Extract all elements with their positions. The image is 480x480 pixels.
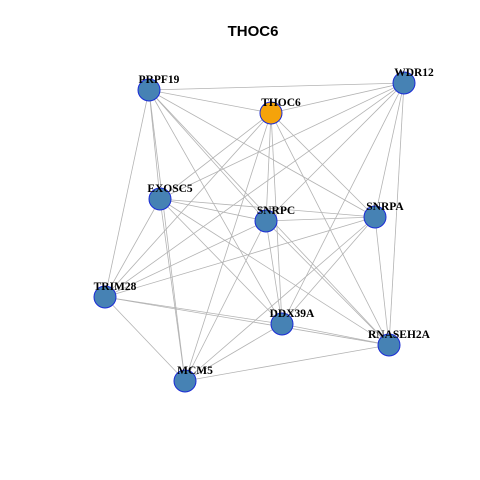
edge-exosc5-rnaseh2a xyxy=(159,198,390,346)
node-label-thoc6: THOC6 xyxy=(261,97,301,109)
edge-trim28-ddx39a xyxy=(104,296,283,325)
edge-trim28-mcm5 xyxy=(104,296,186,382)
node-exosc5 xyxy=(148,187,172,211)
graph-title: THOC6 xyxy=(228,23,279,40)
edge-wdr12-snrpc xyxy=(265,82,405,222)
edge-thoc6-mcm5 xyxy=(184,112,272,382)
edge-wdr12-rnaseh2a xyxy=(388,82,405,346)
edge-snrpa-rnaseh2a xyxy=(374,216,390,346)
node-prpf19 xyxy=(137,78,161,102)
edge-ddx39a-mcm5 xyxy=(184,323,283,382)
edge-wdr12-snrpa xyxy=(374,82,405,218)
node-label-snrpc: SNRPC xyxy=(257,205,295,217)
edge-exosc5-mcm5 xyxy=(159,198,186,382)
node-rnaseh2a xyxy=(377,333,401,357)
edge-wdr12-ddx39a xyxy=(281,82,405,325)
edge-snrpc-mcm5 xyxy=(184,220,267,382)
node-snrpc xyxy=(254,209,278,233)
edge-thoc6-snrpa xyxy=(270,112,376,218)
edge-prpf19-mcm5 xyxy=(148,89,186,382)
edge-prpf19-exosc5 xyxy=(148,89,161,200)
edge-snrpc-rnaseh2a xyxy=(265,220,390,346)
edge-ddx39a-rnaseh2a xyxy=(281,323,390,346)
edge-prpf19-wdr12 xyxy=(148,82,405,91)
edge-exosc5-trim28 xyxy=(104,198,161,298)
node-label-prpf19: PRPF19 xyxy=(139,74,180,86)
edge-prpf19-snrpc xyxy=(148,89,267,222)
edge-layer xyxy=(104,82,405,382)
node-label-wdr12: WDR12 xyxy=(394,67,434,79)
node-label-rnaseh2a: RNASEH2A xyxy=(368,329,431,341)
edge-trim28-rnaseh2a xyxy=(104,296,390,346)
edge-snrpa-trim28 xyxy=(104,216,376,298)
edge-snrpc-ddx39a xyxy=(265,220,283,325)
node-wdr12 xyxy=(392,71,416,95)
node-thoc6 xyxy=(259,101,283,125)
edge-exosc5-ddx39a xyxy=(159,198,283,325)
node-label-exosc5: EXOSC5 xyxy=(147,183,193,195)
edge-exosc5-snrpa xyxy=(159,198,376,218)
edge-exosc5-snrpc xyxy=(159,198,267,222)
edge-prpf19-trim28 xyxy=(104,89,150,298)
edge-thoc6-snrpc xyxy=(265,112,272,222)
node-trim28 xyxy=(93,285,117,309)
edge-wdr12-thoc6 xyxy=(270,82,405,114)
node-label-trim28: TRIM28 xyxy=(94,281,137,293)
edge-snrpc-snrpa xyxy=(265,216,376,222)
edge-wdr12-trim28 xyxy=(104,82,405,298)
edge-snrpa-mcm5 xyxy=(184,216,376,382)
edge-snrpc-trim28 xyxy=(104,220,267,298)
node-snrpa xyxy=(363,205,387,229)
node-label-snrpa: SNRPA xyxy=(366,201,404,213)
edge-thoc6-exosc5 xyxy=(159,112,272,200)
node-ddx39a xyxy=(270,312,294,336)
edge-prpf19-snrpa xyxy=(148,89,376,218)
edge-rnaseh2a-mcm5 xyxy=(184,344,390,382)
edge-prpf19-ddx39a xyxy=(148,89,283,325)
edge-thoc6-rnaseh2a xyxy=(270,112,390,346)
node-mcm5 xyxy=(173,369,197,393)
node-layer xyxy=(93,71,416,393)
edge-snrpa-ddx39a xyxy=(281,216,376,325)
node-label-mcm5: MCM5 xyxy=(177,365,213,377)
edge-wdr12-exosc5 xyxy=(159,82,405,200)
edge-prpf19-thoc6 xyxy=(148,89,272,114)
node-label-ddx39a: DDX39A xyxy=(270,308,315,320)
